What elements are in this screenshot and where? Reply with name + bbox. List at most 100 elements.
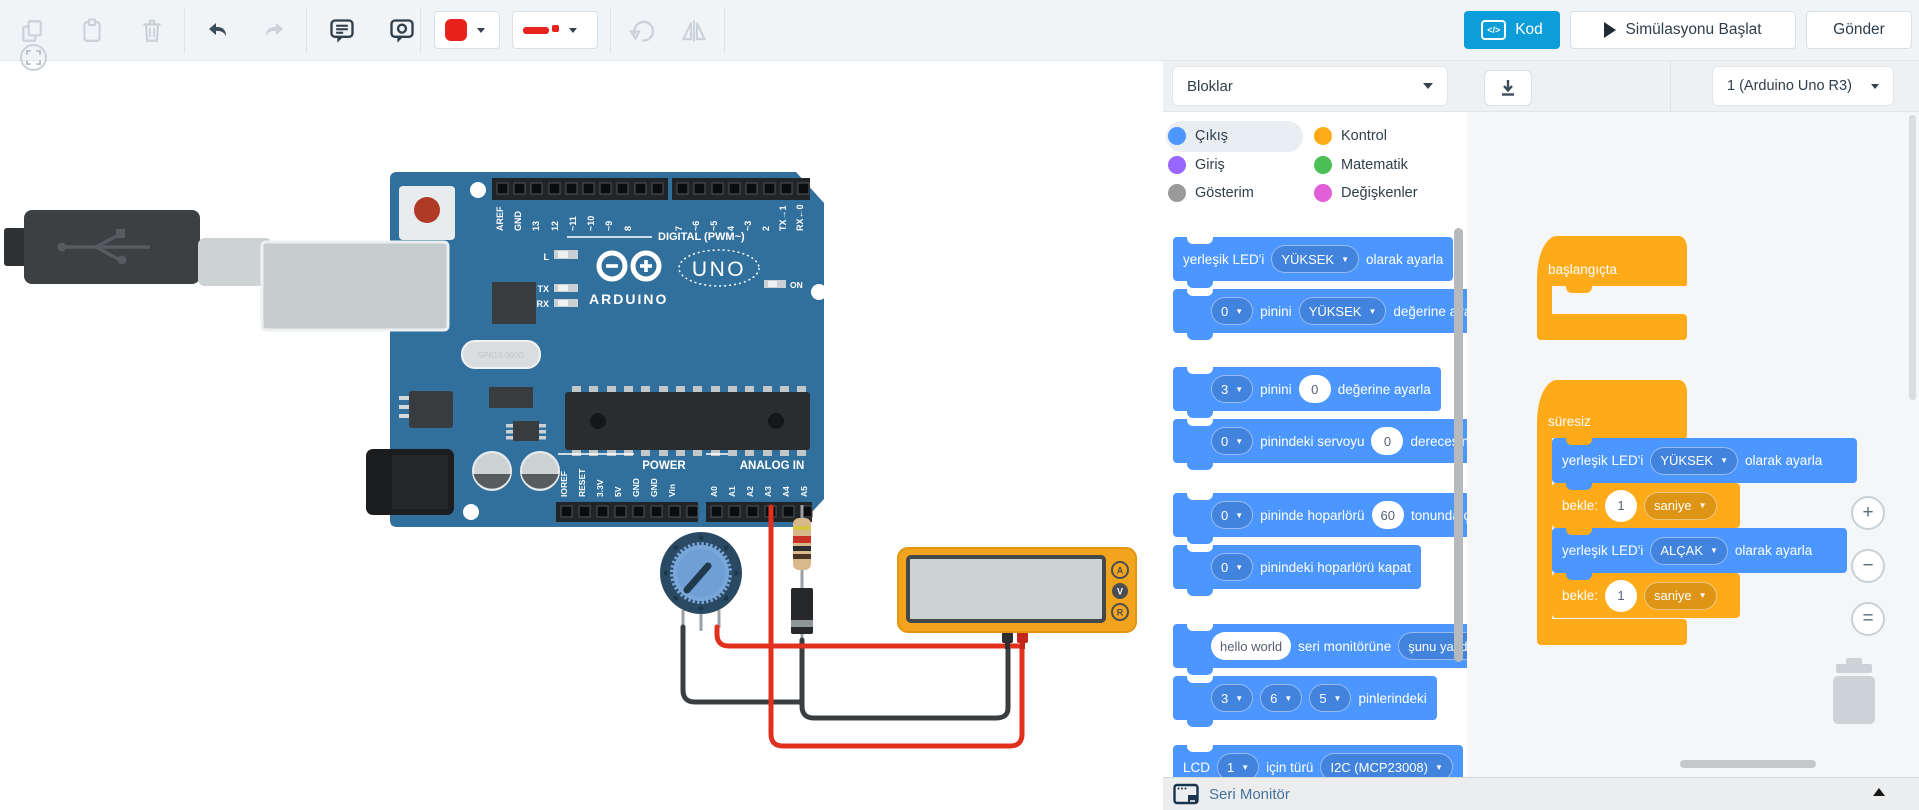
category-notation[interactable]: Gösterim bbox=[1168, 184, 1254, 202]
component-labels-button[interactable] bbox=[380, 10, 424, 52]
multimeter-resistance-button[interactable] bbox=[1111, 603, 1129, 621]
forever-header[interactable]: süresiz bbox=[1537, 380, 1687, 445]
pin-label: 2 bbox=[761, 226, 771, 231]
workspace-horizontal-scrollbar[interactable] bbox=[1680, 760, 1816, 768]
fit-view-button[interactable] bbox=[20, 44, 47, 71]
palette-block-speaker-on[interactable]: 0▼ pininde hoparlörü 60 tonunda çal bbox=[1173, 493, 1467, 544]
palette-block-lcd[interactable]: LCD 1▼ için türü I2C (MCP23008)▼ bbox=[1173, 745, 1463, 777]
category-math[interactable]: Matematik bbox=[1314, 156, 1408, 174]
category-output[interactable]: Çıkış bbox=[1168, 127, 1228, 145]
on-start-footer bbox=[1537, 314, 1687, 340]
undo-button[interactable] bbox=[196, 10, 240, 52]
zoom-reset-button[interactable]: = bbox=[1851, 602, 1885, 636]
component-scope-dropdown[interactable]: 1 (Arduino Uno R3) bbox=[1712, 66, 1894, 106]
resistor[interactable] bbox=[793, 518, 811, 570]
notes-button[interactable] bbox=[320, 10, 364, 52]
pin-dropdown[interactable]: 0▼ bbox=[1211, 501, 1254, 529]
blocks-mode-dropdown[interactable]: Bloklar bbox=[1172, 66, 1448, 106]
category-control[interactable]: Kontrol bbox=[1314, 127, 1387, 145]
multimeter-volts-button[interactable] bbox=[1112, 583, 1128, 599]
workspace-trash-dropzone[interactable] bbox=[1826, 656, 1882, 726]
code-button[interactable]: </> Kod bbox=[1464, 11, 1560, 49]
duration-input[interactable]: 1 bbox=[1605, 579, 1638, 612]
send-button[interactable]: Gönder bbox=[1806, 11, 1912, 49]
unit-dropdown[interactable]: saniye▼ bbox=[1644, 491, 1717, 520]
red-wire[interactable] bbox=[768, 504, 1025, 749]
multimeter-amps-button[interactable] bbox=[1111, 561, 1129, 579]
caret-down-icon: ▼ bbox=[1368, 306, 1377, 316]
arduino-uno-board[interactable]: AREF GND 13 12 ~11 ~10 ~9 8 7 ~6 ~5 4 ~3… bbox=[260, 172, 827, 527]
state-dropdown[interactable]: YÜKSEK▼ bbox=[1650, 446, 1739, 475]
delete-button[interactable] bbox=[130, 10, 174, 52]
on-led-label: ON bbox=[790, 280, 803, 290]
lcd-type-dropdown[interactable]: I2C (MCP23008)▼ bbox=[1320, 753, 1453, 777]
block-text: bekle: bbox=[1562, 498, 1599, 513]
set-led-high-block[interactable]: yerleşik LED'i YÜKSEK▼ olarak ayarla bbox=[1552, 438, 1857, 483]
set-led-low-block[interactable]: yerleşik LED'i ALÇAK▼ olarak ayarla bbox=[1552, 528, 1847, 573]
workspace-vertical-scrollbar[interactable] bbox=[1909, 115, 1916, 400]
plus-icon: + bbox=[1862, 502, 1874, 523]
rotate-button[interactable] bbox=[620, 10, 664, 52]
forever-block[interactable]: süresiz yerleşik LED'i YÜKSEK▼ olarak ay… bbox=[1537, 380, 1857, 645]
category-dot bbox=[1314, 156, 1332, 174]
palette-block-builtin-led[interactable]: yerleşik LED'i YÜKSEK▼ olarak ayarla bbox=[1173, 237, 1454, 288]
value-input[interactable]: 0 bbox=[1371, 427, 1404, 455]
wait-block[interactable]: bekle: 1 saniye▼ bbox=[1552, 573, 1740, 618]
pin-dropdown[interactable]: 0▼ bbox=[1211, 297, 1254, 325]
on-start-block[interactable]: başlangıçta bbox=[1537, 236, 1687, 340]
value-input[interactable]: 60 bbox=[1371, 501, 1404, 529]
potentiometer-knob-pointer[interactable] bbox=[683, 562, 712, 594]
palette-block-digital-pin[interactable]: 0▼ pinini YÜKSEK▼ değerine ayarla bbox=[1173, 289, 1467, 340]
download-code-button[interactable] bbox=[1484, 70, 1532, 106]
start-simulation-button[interactable]: Simülasyonu Başlat bbox=[1570, 11, 1796, 49]
text-input[interactable]: hello world bbox=[1211, 632, 1292, 660]
wait-block[interactable]: bekle: 1 saniye▼ bbox=[1552, 483, 1740, 528]
value-input[interactable]: 0 bbox=[1298, 375, 1331, 403]
category-label: Matematik bbox=[1341, 157, 1408, 173]
red-wire[interactable] bbox=[714, 624, 1025, 649]
zoom-in-button[interactable]: + bbox=[1851, 496, 1885, 530]
palette-block-servo[interactable]: 0▼ pinindeki servoyu 0 derecesine döndür bbox=[1173, 419, 1467, 470]
unit-dropdown[interactable]: saniye▼ bbox=[1644, 581, 1717, 610]
flip-button[interactable] bbox=[672, 10, 716, 52]
pin-dropdown[interactable]: 5▼ bbox=[1309, 684, 1352, 712]
potentiometer[interactable] bbox=[660, 532, 742, 614]
state-dropdown[interactable]: ALÇAK▼ bbox=[1650, 536, 1728, 565]
pin-dropdown[interactable]: 3▼ bbox=[1211, 684, 1254, 712]
serial-monitor-bar[interactable]: Seri Monitör bbox=[1163, 777, 1919, 810]
copy-button[interactable] bbox=[10, 10, 54, 52]
wire-style-dropdown[interactable] bbox=[512, 11, 598, 49]
palette-block-serial-print[interactable]: hello world seri monitörüne şunu yazdır▼ bbox=[1173, 624, 1467, 675]
pin-dropdown[interactable]: 0▼ bbox=[1211, 553, 1254, 581]
black-wire[interactable] bbox=[680, 624, 803, 705]
state-dropdown[interactable]: YÜKSEK▼ bbox=[1298, 297, 1387, 325]
redo-button[interactable] bbox=[252, 10, 296, 52]
code-button-label: Kod bbox=[1515, 21, 1543, 38]
blocks-palette: Çıkış Kontrol Giriş Matematik Gösterim D… bbox=[1163, 112, 1467, 777]
usb-cable[interactable] bbox=[4, 210, 272, 286]
state-dropdown[interactable]: YÜKSEK▼ bbox=[1271, 245, 1360, 273]
dropdown-value: 0 bbox=[1221, 433, 1229, 449]
on-start-header[interactable]: başlangıçta bbox=[1537, 236, 1687, 293]
zoom-out-button[interactable]: − bbox=[1851, 549, 1885, 583]
palette-block-rgb-led[interactable]: 3▼ 6▼ 5▼ pinlerindeki bbox=[1173, 676, 1437, 727]
multimeter[interactable]: A V R bbox=[897, 547, 1137, 649]
palette-block-speaker-off[interactable]: 0▼ pinindeki hoparlörü kapat bbox=[1173, 545, 1422, 596]
palette-block-analog-write[interactable]: 3▼ pinini 0 değerine ayarla bbox=[1173, 367, 1441, 418]
wire-color-dropdown[interactable] bbox=[434, 11, 500, 49]
duration-input[interactable]: 1 bbox=[1605, 489, 1638, 522]
category-variables[interactable]: Değişkenler bbox=[1314, 184, 1418, 202]
black-wire[interactable] bbox=[799, 637, 1011, 721]
pin-dropdown[interactable]: 0▼ bbox=[1211, 427, 1254, 455]
pin-dropdown[interactable]: 6▼ bbox=[1260, 684, 1303, 712]
dropdown-value: 3 bbox=[1221, 690, 1229, 706]
diode[interactable] bbox=[791, 588, 813, 634]
pin-dropdown[interactable]: 3▼ bbox=[1211, 375, 1254, 403]
block-text: LCD bbox=[1183, 759, 1211, 775]
on-start-body bbox=[1537, 286, 1687, 314]
caret-up-icon[interactable] bbox=[1873, 788, 1885, 796]
category-input[interactable]: Giriş bbox=[1168, 156, 1225, 174]
palette-scrollbar[interactable] bbox=[1454, 228, 1463, 662]
lcd-number-dropdown[interactable]: 1▼ bbox=[1217, 753, 1260, 777]
paste-button[interactable] bbox=[70, 10, 114, 52]
